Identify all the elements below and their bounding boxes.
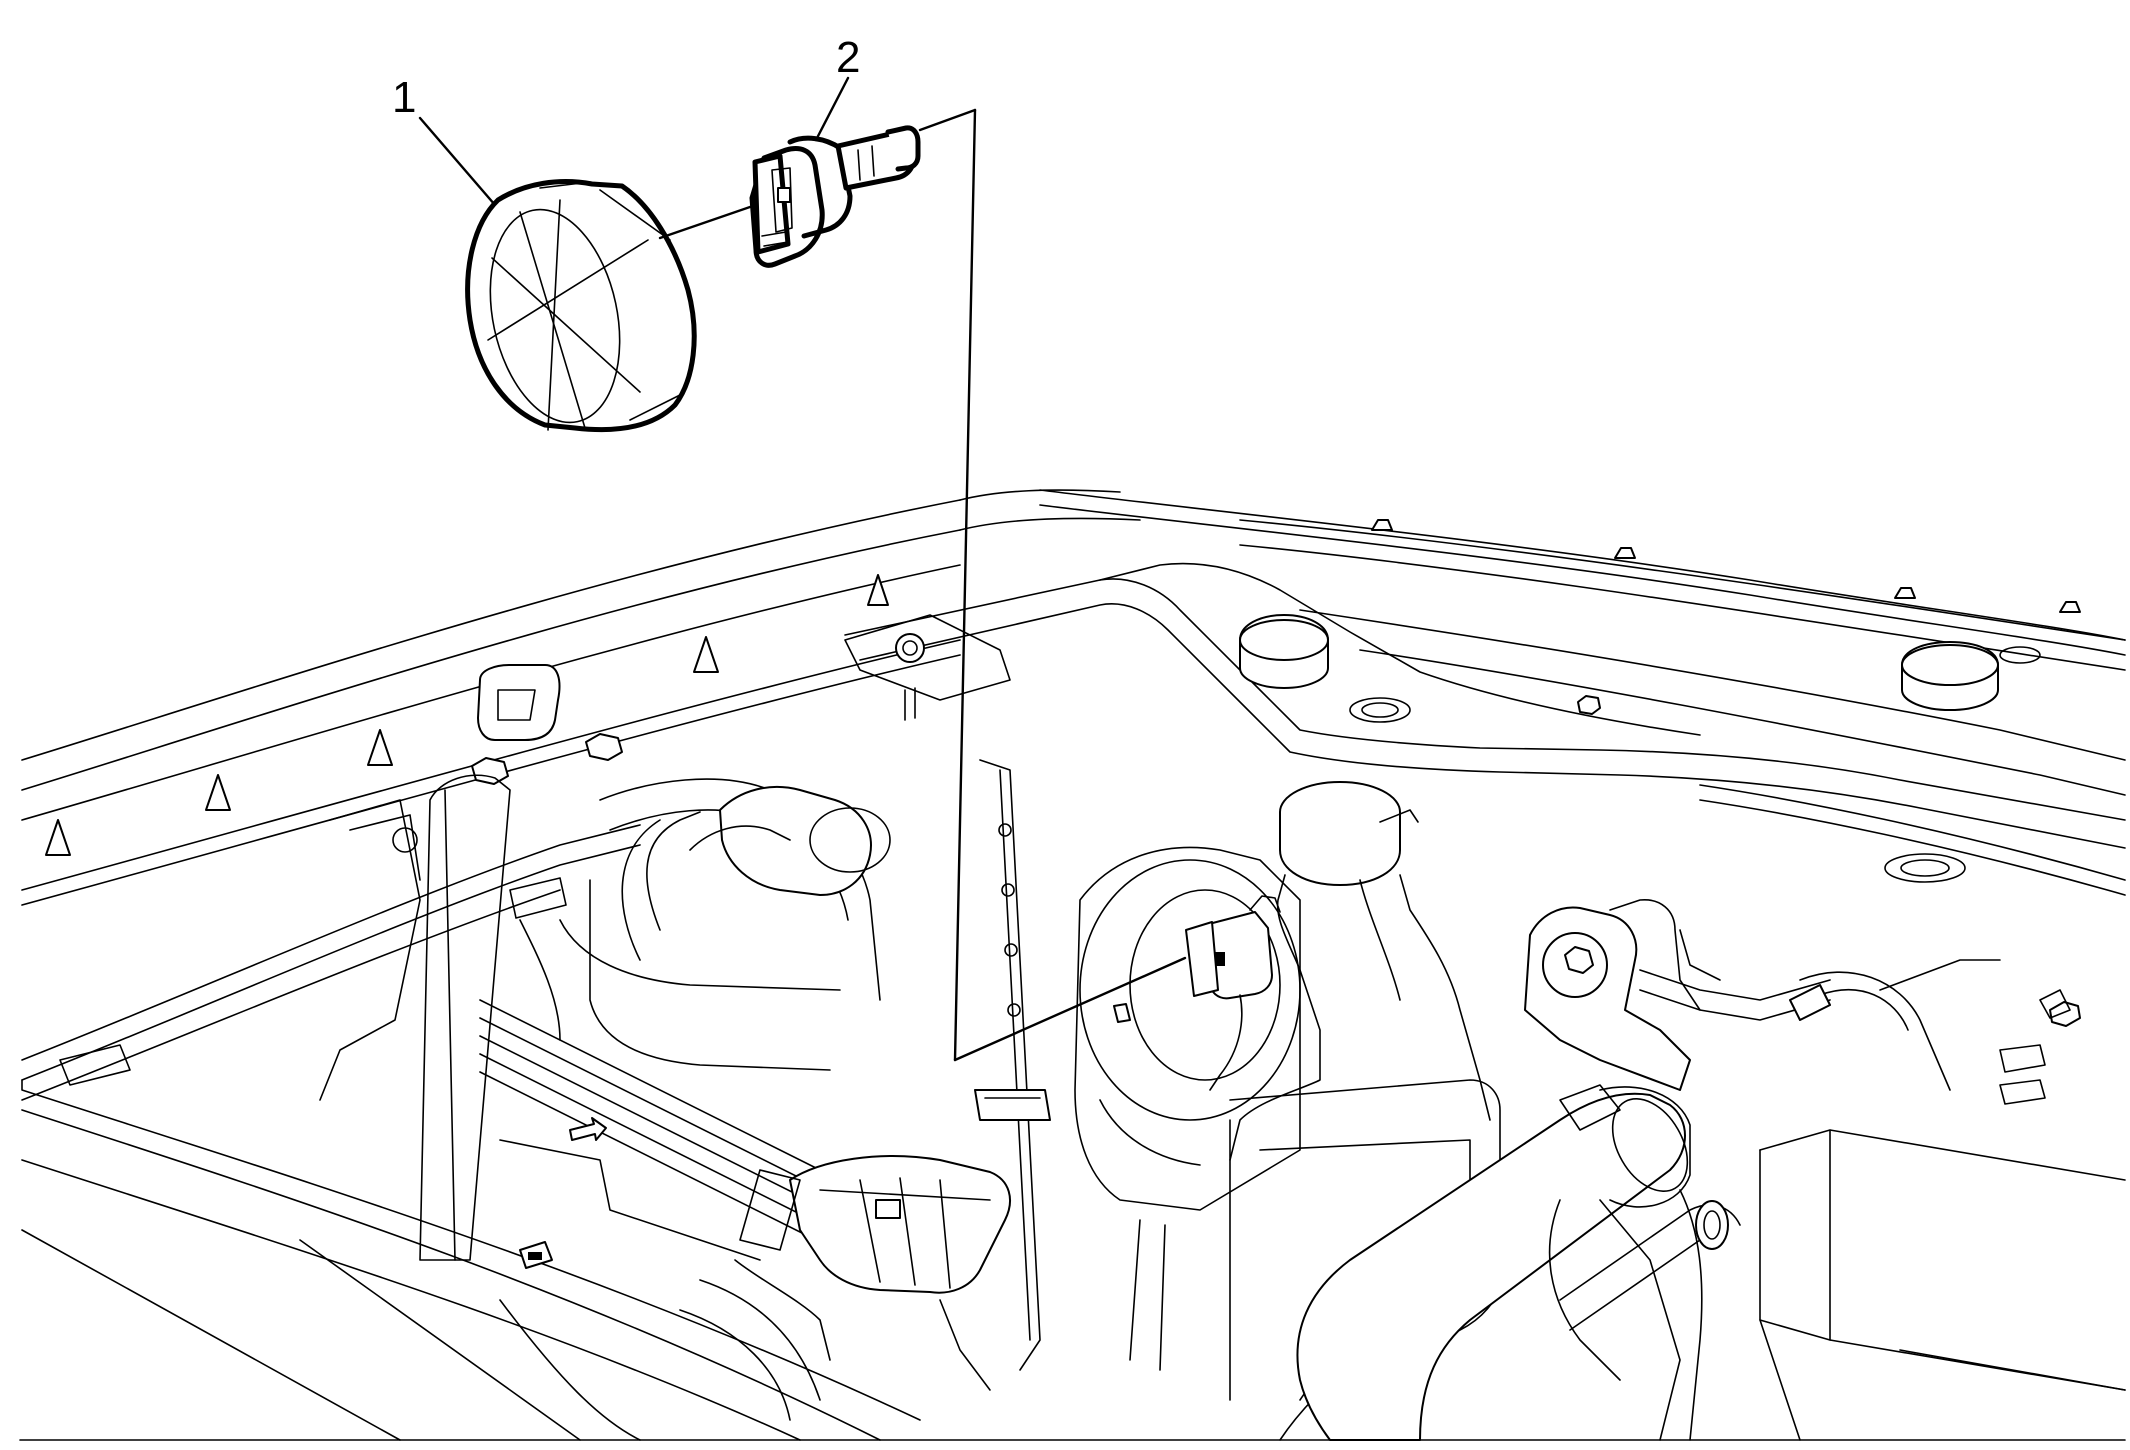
callout-1-number: 1 <box>392 73 416 122</box>
callout-1-leader <box>418 116 497 207</box>
callout-2: 2 <box>814 33 860 142</box>
bolts <box>471 695 2081 1027</box>
headlamp-bulb-cover <box>465 179 784 433</box>
grommet <box>1548 1199 1741 1381</box>
detail-leaders <box>918 108 1187 1062</box>
callout-2-leader <box>814 76 850 142</box>
engine-bay <box>19 489 2126 1441</box>
hood-edge-tabs <box>45 574 889 856</box>
hood-stops <box>1239 614 2041 883</box>
air-intake-connector <box>499 1139 1011 1421</box>
headlamp-bulb <box>749 125 921 268</box>
callout-1: 1 <box>392 73 497 207</box>
callout-2-number: 2 <box>836 33 860 82</box>
hood-bumpers <box>1371 519 2081 613</box>
hood-latch <box>477 614 1011 741</box>
headlamp-housing <box>1074 846 1301 1371</box>
radiator-bracket <box>1524 899 1831 1091</box>
